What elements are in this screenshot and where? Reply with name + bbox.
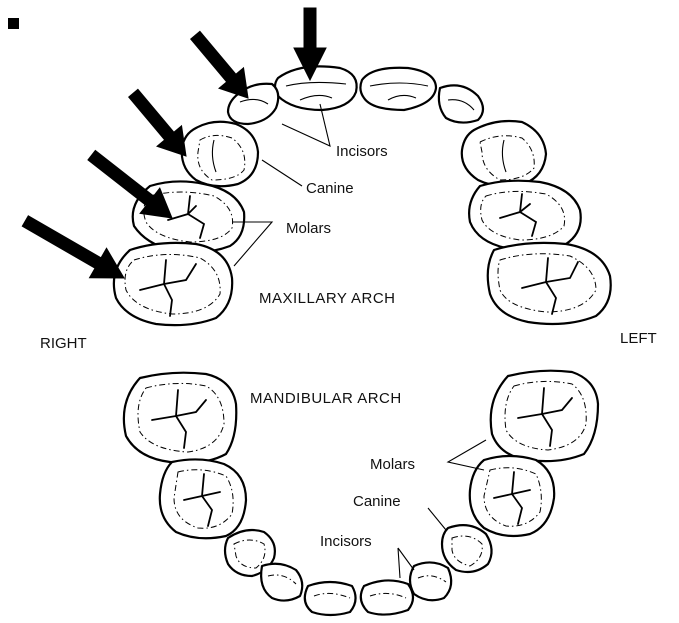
upper-left-lateral-incisor [439, 85, 483, 122]
maxillary-arch-label: MAXILLARY ARCH [259, 290, 396, 307]
upper-right-second-molar [114, 243, 232, 325]
lower-left-first-molar [470, 456, 554, 536]
lower-right-lateral-incisor [261, 564, 302, 601]
upper-right-central-incisor [275, 66, 357, 110]
corner-square-marker [8, 18, 19, 29]
upper-left-central-incisor [360, 68, 436, 110]
upper-left-canine [462, 121, 546, 186]
upper-left-first-molar [469, 181, 581, 251]
upper-canine-label: Canine [306, 180, 354, 197]
lower-right-central-incisor [305, 582, 356, 615]
lower-incisors-label: Incisors [320, 533, 372, 550]
lower-right-second-molar [124, 373, 236, 463]
right-side-label: RIGHT [40, 335, 87, 352]
lower-canine-label: Canine [353, 493, 401, 510]
lower-left-canine [442, 525, 492, 572]
left-side-label: LEFT [620, 330, 657, 347]
upper-molars-label: Molars [286, 220, 331, 237]
lower-left-lateral-incisor [410, 562, 451, 600]
upper-incisors-label: Incisors [336, 143, 388, 160]
lower-left-central-incisor [361, 580, 413, 614]
maxillary-arch [114, 66, 611, 325]
upper-right-canine [182, 122, 258, 187]
upper-right-first-molar [133, 181, 245, 252]
mandibular-arch-label: MANDIBULAR ARCH [250, 390, 402, 407]
lower-left-second-molar [491, 371, 598, 461]
lower-right-first-molar [160, 459, 246, 538]
upper-left-second-molar [488, 243, 611, 324]
lower-molars-label: Molars [370, 456, 415, 473]
